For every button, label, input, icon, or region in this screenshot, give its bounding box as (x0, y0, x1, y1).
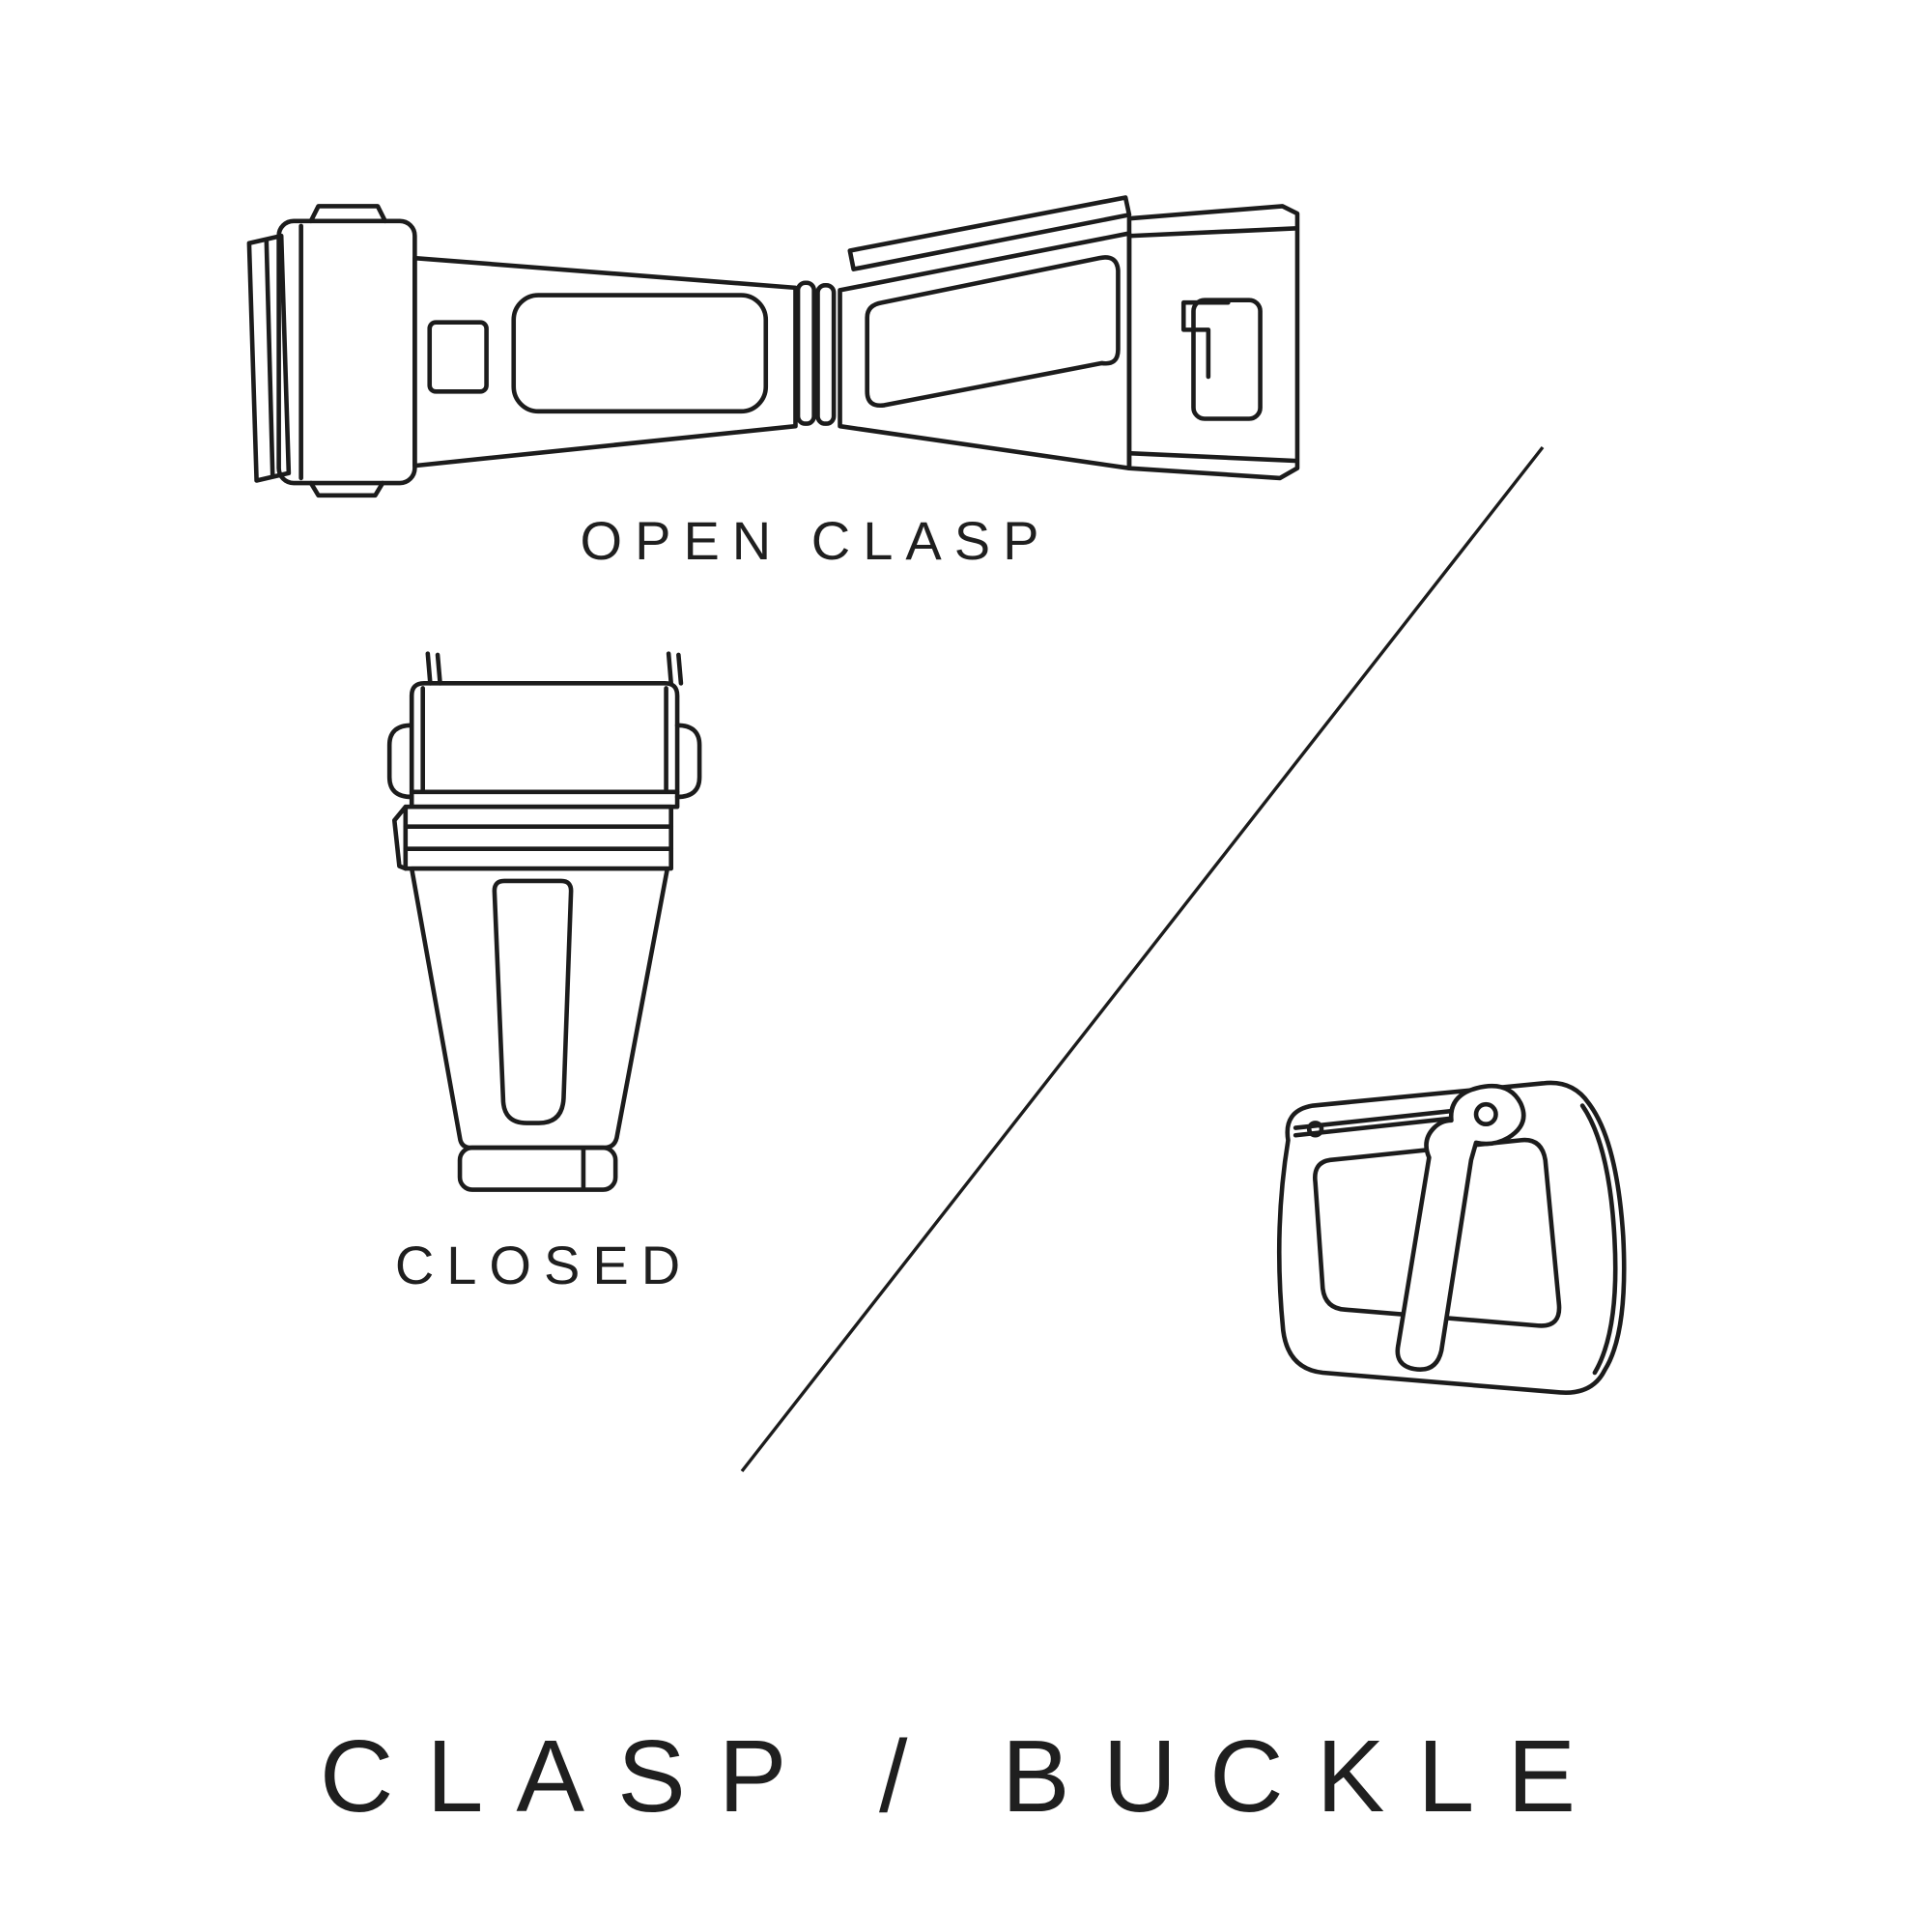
page-title: CLASP / BUCKLE (319, 1719, 1609, 1833)
open-clasp-illustration (232, 179, 1320, 513)
open-clasp-drawing (246, 195, 1300, 498)
buckle-drawing (1276, 1080, 1627, 1395)
closed-clasp-drawing (386, 651, 702, 1192)
closed-clasp-label: CLOSED (394, 1235, 694, 1295)
closed-clasp-illustration (371, 643, 717, 1212)
open-clasp-label: OPEN CLASP (580, 510, 1052, 571)
buckle-illustration (1211, 1064, 1657, 1435)
